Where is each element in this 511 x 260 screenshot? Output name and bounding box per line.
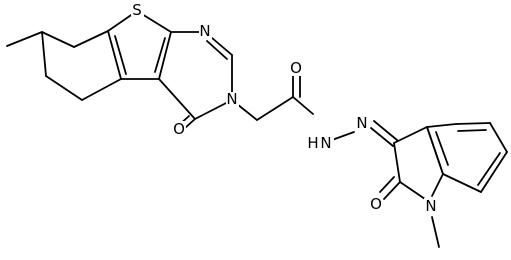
bond <box>256 96 294 121</box>
amide-oxygen-label: O <box>289 59 303 77</box>
bond <box>114 35 127 75</box>
pyrimidinone-oxygen-label: O <box>172 120 186 138</box>
bond <box>73 30 109 48</box>
oxindole-oxygen-label: O <box>369 195 383 213</box>
bond <box>393 142 401 183</box>
bond <box>154 37 166 73</box>
amide-oxygen-text: O <box>290 59 302 77</box>
bond <box>379 176 395 193</box>
indole-nitrogen-label: N <box>424 197 438 215</box>
imine-nitrogen-text: N <box>356 114 367 132</box>
bond <box>206 40 228 60</box>
bond <box>41 31 47 77</box>
bond <box>426 126 444 175</box>
bond <box>431 173 444 197</box>
bond <box>158 31 172 80</box>
bond <box>373 120 398 141</box>
bond <box>6 31 43 47</box>
bond <box>393 126 428 144</box>
imine-nitrogen-label: N <box>355 114 369 132</box>
bond <box>442 173 482 193</box>
bond <box>489 122 508 153</box>
bond <box>184 118 196 129</box>
bond <box>370 127 394 147</box>
bond <box>480 151 508 193</box>
atom-labels: S N N O O H N N O <box>131 1 438 215</box>
bond <box>107 30 122 80</box>
pyrimidinone-oxygen-text: O <box>173 120 185 138</box>
bond <box>457 129 487 132</box>
bond <box>399 181 426 200</box>
pyrimidine-nitrogen-3-text: N <box>226 90 237 108</box>
pyrimidine-nitrogen-top-label: N <box>199 22 212 40</box>
indole-nitrogen-text: N <box>425 197 436 215</box>
pyrimidine-nitrogen-3-label: N <box>226 90 239 108</box>
pyrimidine-nitrogen-top-text: N <box>199 22 210 40</box>
bond <box>455 122 491 125</box>
bond <box>45 75 83 101</box>
sulfur-label-text: S <box>132 1 142 19</box>
oxindole-oxygen-text: O <box>370 195 382 213</box>
sulfur-atom-label: S <box>131 1 144 19</box>
bond <box>383 181 401 200</box>
bond <box>158 78 196 120</box>
bond <box>81 78 122 101</box>
bond <box>194 99 233 120</box>
bond <box>477 152 501 186</box>
bond <box>426 123 457 128</box>
bond <box>431 216 440 248</box>
bond <box>331 131 355 141</box>
bond <box>292 96 314 115</box>
hydrazide-nh-label: H N <box>306 134 334 152</box>
bond <box>435 131 449 166</box>
hydrazide-h-text: H <box>307 134 318 152</box>
hydrazide-n-text: N <box>320 134 331 152</box>
bond <box>41 31 75 48</box>
